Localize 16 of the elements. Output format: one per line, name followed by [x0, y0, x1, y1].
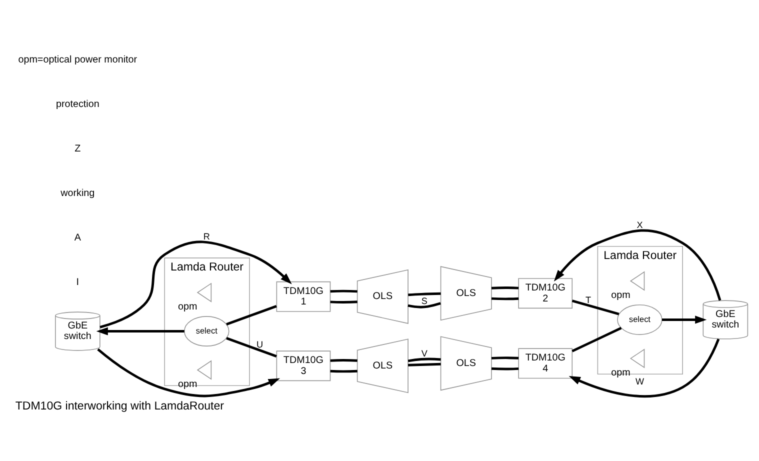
label: A	[74, 232, 81, 244]
label: Z	[74, 144, 81, 155]
node-label: opm	[178, 302, 198, 312]
edge-label: U	[256, 340, 264, 350]
edge-label: S	[421, 296, 428, 306]
label: protection	[56, 99, 100, 110]
edge-label: T	[585, 295, 591, 306]
caption: TDM10G interworking with LamdaRouter	[15, 400, 224, 412]
edge-label: X	[636, 220, 643, 230]
edge-label: R	[203, 232, 210, 242]
label: I	[76, 277, 80, 288]
label: working	[60, 188, 95, 200]
edge-label: W	[635, 376, 644, 387]
edge-label: V	[421, 348, 428, 359]
label: opm=optical power monitor	[18, 54, 138, 66]
node-label: opm	[611, 290, 630, 301]
